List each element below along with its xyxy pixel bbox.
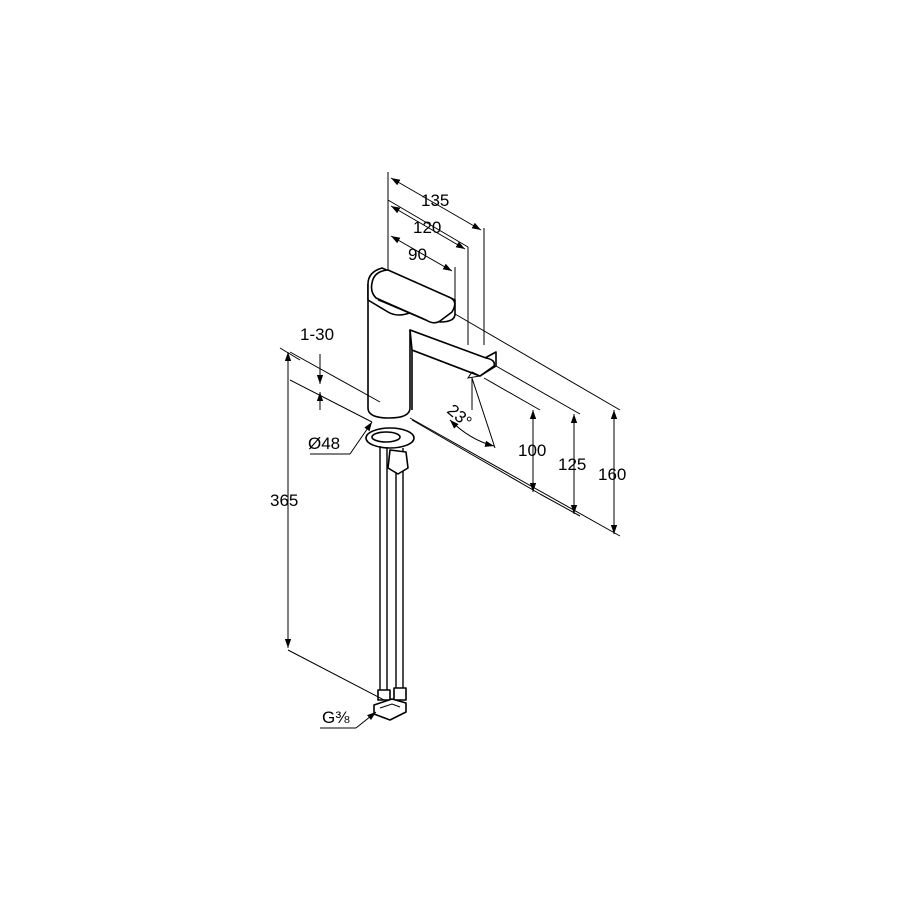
- dimension-label-135: 135: [421, 191, 449, 210]
- dimension-label-48: Ø48: [308, 434, 340, 453]
- faucet: [365, 267, 497, 721]
- dimension-label-365: 365: [270, 491, 298, 510]
- dimension-100: 100: [411, 377, 546, 495]
- dimension-diameter-48: Ø48: [308, 421, 373, 455]
- dimension-label-125: 125: [558, 455, 586, 474]
- dimension-120: 120: [387, 199, 469, 345]
- dimension-connection-thread: G⅜: [320, 708, 377, 729]
- dimension-label-100: 100: [518, 441, 546, 460]
- dimension-label-connection: G⅜: [322, 708, 350, 727]
- dimension-label-1-30: 1-30: [300, 325, 334, 344]
- dimension-160: 160: [409, 313, 626, 537]
- dimension-label-90: 90: [408, 245, 427, 264]
- mounting-nut: [387, 449, 409, 475]
- lever-handle: [370, 269, 456, 324]
- dimension-label-23deg: 23°: [443, 401, 475, 432]
- dimension-1-30: 1-30: [289, 325, 381, 423]
- dimension-90: 90: [390, 235, 456, 302]
- connection-nut: [373, 698, 407, 721]
- dimension-365: 365: [270, 347, 385, 701]
- spout: [409, 329, 496, 377]
- dimension-angle-23: 23°: [443, 377, 496, 449]
- dimension-125: 125: [495, 365, 586, 517]
- dimension-label-160: 160: [598, 465, 626, 484]
- dimension-label-120: 120: [413, 218, 441, 237]
